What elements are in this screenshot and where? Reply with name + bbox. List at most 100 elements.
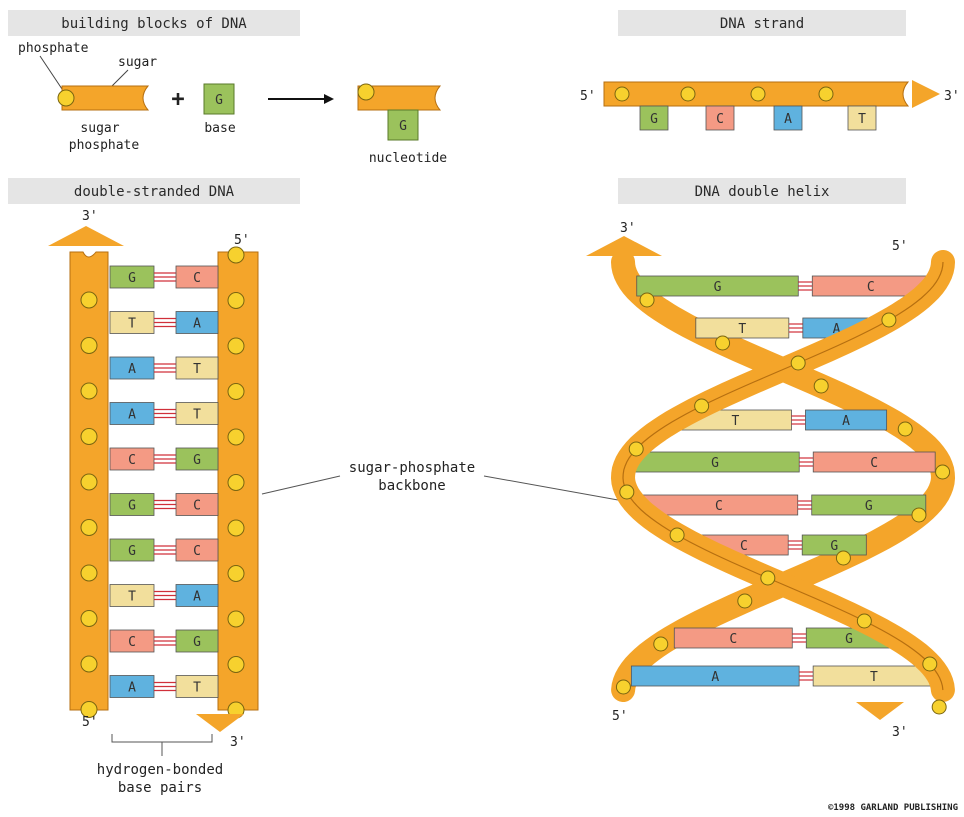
strand-base-letter: G	[650, 112, 658, 127]
strand-base: C	[705, 105, 735, 131]
ladder-base-left: C	[109, 629, 155, 653]
strand-base-letter: C	[716, 112, 724, 127]
phosphate-icon	[80, 701, 98, 718]
phosphate-icon	[227, 383, 245, 400]
helix-base-right-letter: T	[870, 670, 878, 685]
helix-base-left: A	[630, 665, 800, 687]
ladder-base-right: C	[175, 493, 219, 516]
phosphate-icon	[653, 636, 669, 652]
ladder-base-right-letter: T	[193, 408, 201, 423]
nucleotide-unit: G	[357, 83, 442, 141]
backbone-pointer-left	[261, 475, 341, 495]
phosphate-icon	[931, 699, 947, 715]
ladder-base-right-letter: A	[193, 590, 201, 605]
phosphate-icon	[897, 421, 913, 437]
ladder-base-left-letter: G	[128, 271, 136, 286]
helix-base-left: C	[673, 627, 793, 649]
helix-base-left-letter: G	[711, 456, 719, 471]
strand-base-letter: T	[858, 112, 866, 127]
ladder-base-right: T	[175, 675, 219, 698]
ladder-base-left: T	[109, 584, 155, 607]
copyright-text: ©1998 GARLAND PUBLISHING	[828, 803, 958, 813]
ladder-top-left-arrow	[48, 226, 124, 246]
phosphate-icon	[790, 355, 806, 371]
phosphate-icon	[80, 291, 98, 309]
phosphate-icon	[669, 527, 685, 543]
hbond	[798, 281, 813, 291]
phosphate-icon	[715, 335, 731, 351]
phosphate-icon	[615, 679, 631, 695]
hbond	[154, 317, 176, 328]
phosphate-icon	[80, 519, 98, 536]
hbond	[154, 363, 176, 373]
reaction-arrow	[268, 94, 334, 104]
hbond	[154, 545, 176, 555]
phosphate-icon	[227, 565, 245, 582]
building-blocks-panel: phosphate sugar sugar phosphate + G base…	[18, 41, 447, 166]
helix-base-left: G	[630, 451, 800, 473]
helix-base-left-letter: T	[738, 322, 746, 337]
helix-top-left-arrow	[586, 236, 662, 256]
ladder-base-right: G	[175, 629, 219, 653]
ladder-top-right-end: 5'	[234, 233, 250, 248]
nucleotide-label: nucleotide	[369, 151, 447, 166]
header-dna-strand: DNA strand	[618, 10, 906, 36]
helix-base-right-letter: G	[830, 539, 838, 554]
helix-base-left-letter: C	[715, 499, 723, 514]
ladder-base-left: G	[109, 493, 155, 516]
header-double-stranded-text: double-stranded DNA	[74, 184, 235, 200]
hbond-label-2: base pairs	[118, 780, 202, 796]
phosphate-icon	[227, 656, 245, 673]
ladder-base-right: C	[175, 265, 219, 289]
hbond	[154, 454, 176, 464]
header-double-helix-text: DNA double helix	[695, 184, 830, 200]
strand-phosphates	[614, 86, 834, 102]
strand-base: A	[773, 105, 803, 131]
sugar-pointer	[111, 69, 129, 87]
sugar-label: sugar	[118, 55, 157, 70]
ladder-base-left: A	[109, 356, 155, 380]
ladder-base-left-letter: A	[128, 362, 136, 377]
ladder-base-left: A	[109, 675, 155, 698]
hbond	[792, 633, 807, 643]
phosphate-icon	[80, 610, 98, 627]
ladder-base-right-letter: C	[193, 544, 201, 559]
phosphate-icon	[227, 428, 245, 446]
ladder-base-right-letter: G	[193, 453, 201, 468]
header-double-stranded: double-stranded DNA	[8, 178, 300, 204]
ladder-base-left: T	[109, 311, 155, 334]
phosphate-icon	[737, 593, 753, 609]
base-block: G	[203, 83, 235, 115]
ladder-base-left-letter: G	[128, 499, 136, 514]
ladder-base-right-letter: C	[193, 271, 201, 286]
phosphate-icon	[694, 398, 710, 414]
phosphate-icon	[935, 464, 951, 480]
helix-base-right: T	[812, 665, 936, 687]
helix-base-right-letter: A	[842, 414, 850, 429]
hbond	[797, 500, 812, 510]
helix-base-right-letter: C	[867, 280, 875, 295]
helix-base-left: G	[636, 275, 799, 297]
phosphate-icon	[911, 507, 927, 523]
base-label: base	[204, 121, 235, 136]
ladder-base-right-letter: T	[193, 681, 201, 696]
helix-base-right: C	[812, 451, 936, 473]
ladder-bottom-right-end: 3'	[230, 735, 246, 750]
hbond	[788, 540, 803, 550]
hbond	[154, 636, 176, 646]
phosphate-icon	[227, 610, 245, 628]
strand-3prime: 3'	[944, 89, 960, 104]
ladder-base-left: C	[109, 447, 155, 471]
